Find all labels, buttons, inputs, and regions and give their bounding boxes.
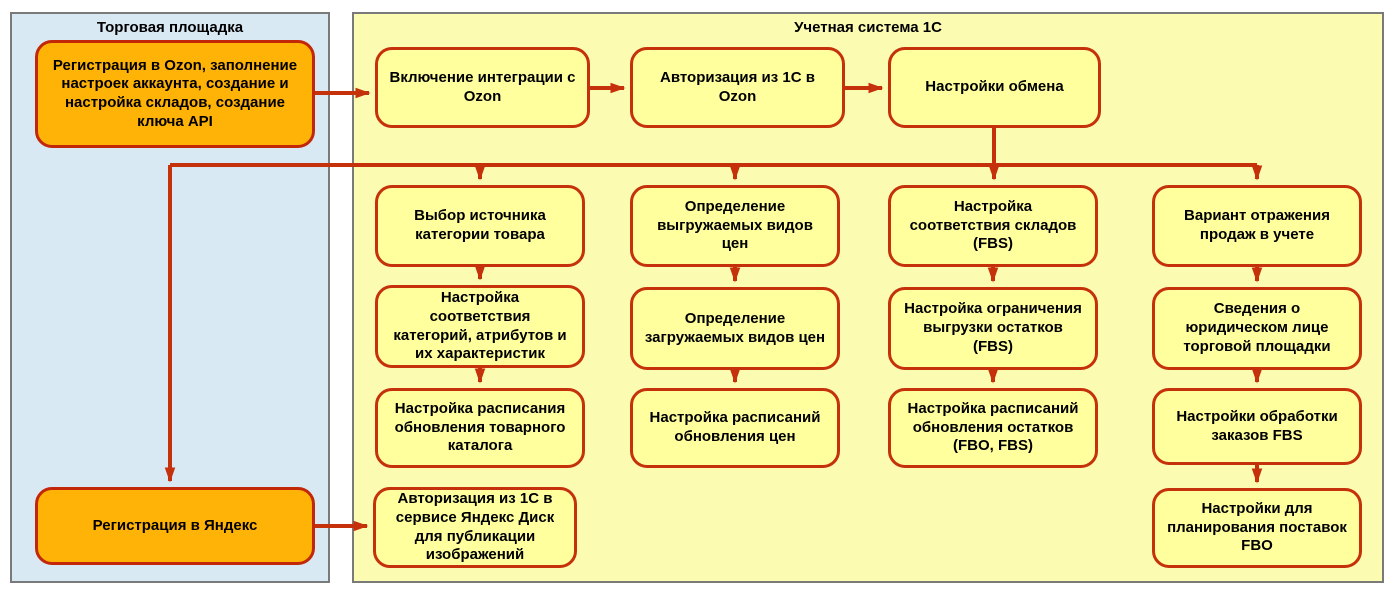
node-yandex-registration: Регистрация в Яндекс — [35, 487, 315, 565]
node-export-price-types: Определение выгружаемых видов цен — [630, 185, 840, 267]
marketplace-panel-title: Торговая площадка — [96, 19, 244, 36]
node-fbo-supply-planning: Настройки для планирования поставок FBO — [1152, 488, 1362, 568]
node-ozon-registration: Регистрация в Ozon, заполнение настроек … — [35, 40, 315, 148]
node-stock-export-limit-fbs: Настройка ограничения выгрузки остатков … — [888, 287, 1098, 370]
node-fbs-order-processing: Настройки обработки заказов FBS — [1152, 388, 1362, 465]
node-exchange-settings: Настройки обмена — [888, 47, 1101, 128]
node-sales-reflection-option: Вариант отражения продаж в учете — [1152, 185, 1362, 267]
node-price-update-schedule: Настройка расписаний обновления цен — [630, 388, 840, 468]
node-stock-update-schedule: Настройка расписаний обновления остатков… — [888, 388, 1098, 468]
node-category-attribute-mapping: Настройка соответствия категорий, атрибу… — [375, 285, 585, 368]
system-1c-panel-title: Учетная система 1С — [794, 19, 942, 36]
node-import-price-types: Определение загружаемых видов цен — [630, 287, 840, 370]
node-catalog-update-schedule: Настройка расписания обновления товарног… — [375, 388, 585, 468]
node-warehouse-mapping-fbs: Настройка соответствия складов (FBS) — [888, 185, 1098, 267]
node-legal-entity-info: Сведения о юридическом лице торговой пло… — [1152, 287, 1362, 370]
node-category-source: Выбор источника категории товара — [375, 185, 585, 267]
node-enable-ozon-integration: Включение интеграции с Ozon — [375, 47, 590, 128]
node-yandex-disk-auth: Авторизация из 1С в сервисе Яндекс Диск … — [373, 487, 577, 568]
node-auth-1c-ozon: Авторизация из 1С в Ozon — [630, 47, 845, 128]
